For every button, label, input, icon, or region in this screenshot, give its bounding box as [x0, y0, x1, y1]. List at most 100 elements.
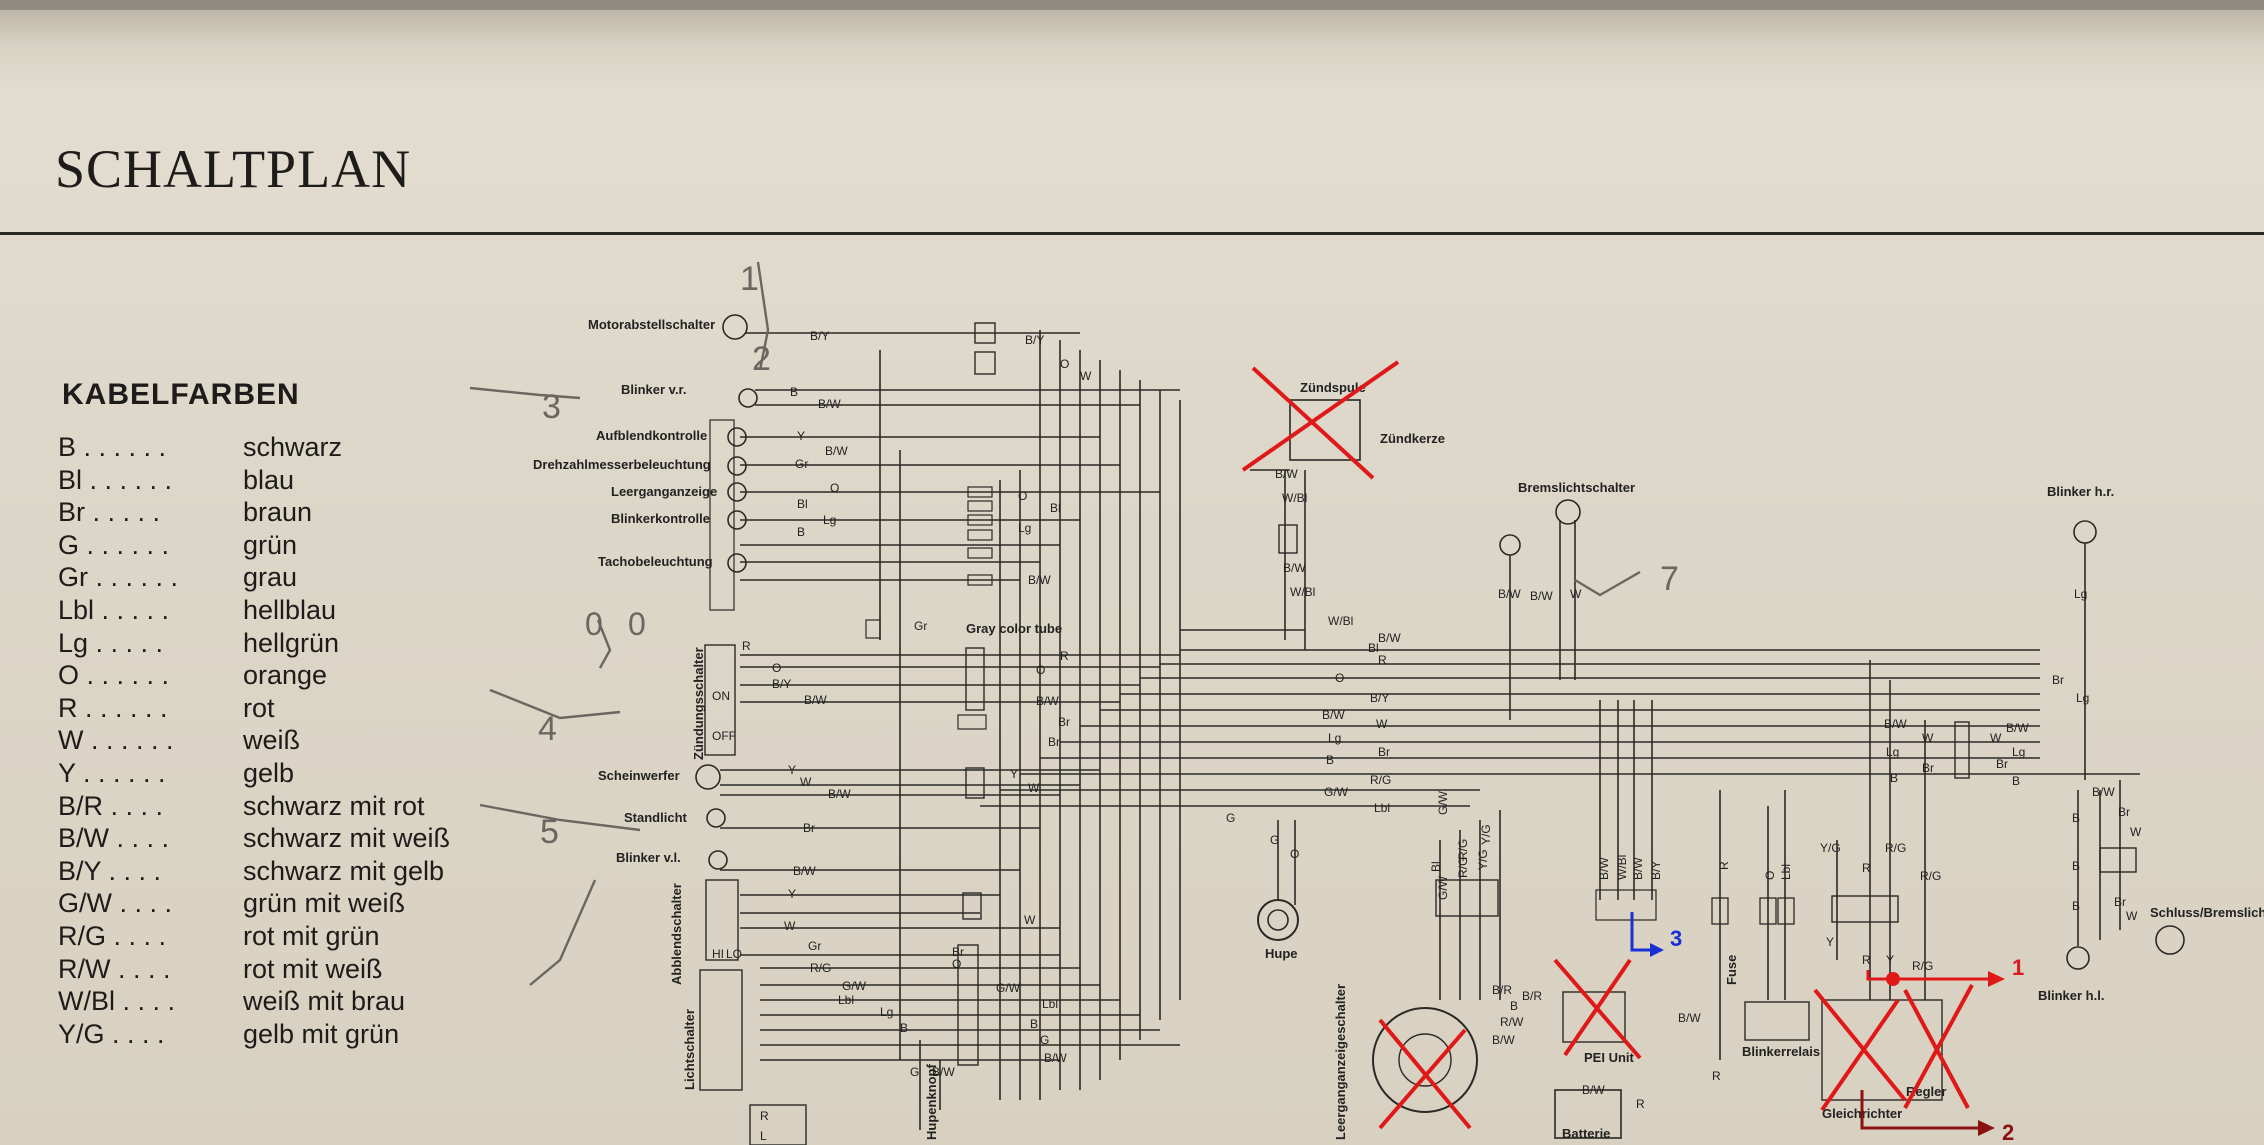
wire-label: W	[2130, 825, 2142, 839]
legend-code: W . . . . . .	[58, 725, 174, 756]
legend-item: W . . . . . .weiß	[58, 725, 450, 758]
label-zuendspule: Zündspule	[1300, 380, 1366, 395]
legend-item: Lg . . . . .hellgrün	[58, 628, 450, 661]
wire-label: Br	[2118, 805, 2130, 819]
wire-label: W	[1922, 731, 1934, 745]
wire-label: B	[1326, 753, 1334, 767]
wire-label: R/G	[810, 961, 831, 975]
wire-label: W	[1080, 369, 1092, 383]
legend-code: B . . . . . .	[58, 432, 167, 462]
red-crossouts	[1241, 360, 1974, 1130]
wire-label: Y	[797, 429, 805, 443]
wire-label: O	[1060, 357, 1069, 371]
label-leerganganzeige: Leerganganzeige	[611, 484, 717, 499]
legend-item: W/Bl . . . .weiß mit brau	[58, 986, 450, 1019]
legend-code: Bl . . . . . .	[58, 464, 173, 495]
legend-item: B/W . . . .schwarz mit weiß	[58, 823, 450, 856]
wire-label: Y	[788, 763, 796, 777]
marker-2-label: 2	[2002, 1120, 2014, 1145]
wire-label: B/W	[1283, 561, 1306, 575]
legend-code: R . . . . . .	[58, 692, 168, 723]
pencil-note: 3	[542, 388, 561, 426]
wire-label: B/Y	[1370, 691, 1389, 705]
wire-label: Lbl	[1042, 997, 1058, 1011]
wire-labels: B/Y B/Y B B/W Y B/W Gr O Bl Lg B O W O B…	[742, 329, 2142, 1111]
wire-label: B	[2072, 899, 2080, 913]
wire-label: Bl	[1368, 641, 1379, 655]
legend-color-name: grün mit weiß	[243, 888, 406, 919]
wire-label: B	[1030, 1017, 1038, 1031]
legend-heading: KABELFARBEN	[62, 378, 300, 411]
wire-label: B/W	[932, 1065, 955, 1079]
legend-code: Lg . . . . .	[58, 627, 164, 658]
wire-label: R/G	[1885, 841, 1906, 855]
wire-label: Lg	[2012, 745, 2025, 759]
legend-code: Br . . . . .	[58, 497, 161, 528]
legend-item: R . . . . . .rot	[58, 693, 450, 726]
wire-label: O	[1036, 663, 1045, 677]
legend-code: Gr . . . . . .	[58, 562, 179, 593]
legend-color-name: hellblau	[243, 594, 337, 625]
wire-label: O	[952, 957, 961, 971]
wire-label: R/G	[1370, 773, 1391, 787]
wire-label: G	[910, 1065, 919, 1079]
wire-label: Y	[1010, 767, 1018, 781]
wire-label: Y/G	[1479, 824, 1493, 845]
wire-label: O	[830, 481, 839, 495]
legend-item: B/R . . . .schwarz mit rot	[58, 791, 450, 824]
legend-color-name: rot mit weiß	[243, 953, 383, 984]
wire-label: W	[1024, 913, 1036, 927]
wire-label: W	[1028, 781, 1040, 795]
wire-label: B	[2012, 774, 2020, 788]
wire-label: Lg	[2074, 587, 2087, 601]
legend-item: O . . . . . .orange	[58, 660, 450, 693]
wire-label: Lbl	[1779, 864, 1793, 880]
wire-label: R	[1636, 1097, 1645, 1111]
label-aufblendkontrolle: Aufblendkontrolle	[596, 428, 707, 443]
legend-item: Y . . . . . .gelb	[58, 758, 450, 791]
legend-color-name: blau	[243, 464, 295, 495]
wire-label: R	[1862, 953, 1871, 967]
wire-label: B/W	[1378, 631, 1401, 645]
wire-label: Y	[1886, 953, 1894, 967]
label-switch-hi: HI	[712, 947, 724, 961]
legend-item: Gr . . . . . .grau	[58, 562, 450, 595]
wire-label: W	[1570, 587, 1582, 601]
wire-label: B/W	[1582, 1083, 1605, 1097]
label-batterie: Batterie	[1562, 1126, 1610, 1141]
wire-label: B/W	[1530, 589, 1553, 603]
legend-code: W/Bl . . . .	[58, 986, 176, 1017]
wire-label: Lg	[1886, 745, 1899, 759]
marker-1: 1	[1866, 955, 2024, 987]
harness-bus	[980, 649, 2140, 807]
wire-label: Br	[1378, 745, 1390, 759]
wire-label: G/W	[842, 979, 867, 993]
label-switch-r: R	[760, 1109, 769, 1123]
wire-label: B/W	[1275, 467, 1298, 481]
legend-code: B/R . . . .	[58, 790, 164, 821]
wire-label: W/Bl	[1615, 855, 1629, 880]
label-blinker-hl: Blinker h.l.	[2038, 988, 2104, 1003]
instrument-wiring	[709, 322, 1180, 639]
label-drehzahlmesser: Drehzahlmesserbeleuchtung	[533, 457, 711, 472]
wire-label: W	[784, 919, 796, 933]
wire-label: Lbl	[1374, 801, 1390, 815]
wire-label: B/W	[1322, 708, 1345, 722]
legend-color-name: braun	[243, 497, 313, 528]
wire-label: R/G	[1920, 869, 1941, 883]
wire-label: B/W	[825, 444, 848, 458]
wire-label: O	[772, 661, 781, 675]
wire-label: G/W	[996, 981, 1021, 995]
legend-code: G . . . . . .	[58, 529, 170, 560]
pencil-note: 7	[1660, 560, 1679, 598]
marker-3: 3	[1630, 912, 1682, 957]
label-switch-l: L	[760, 1129, 767, 1143]
wire-label: Br	[2052, 673, 2064, 687]
legend-item: Br . . . . . braun	[58, 497, 450, 530]
wire-label: B/W	[1492, 1033, 1515, 1047]
wire-label: Bl	[1050, 501, 1061, 515]
wire-label: Br	[803, 821, 815, 835]
wire-label: B	[1890, 771, 1898, 785]
legend-item: G . . . . . .grün	[58, 530, 450, 563]
